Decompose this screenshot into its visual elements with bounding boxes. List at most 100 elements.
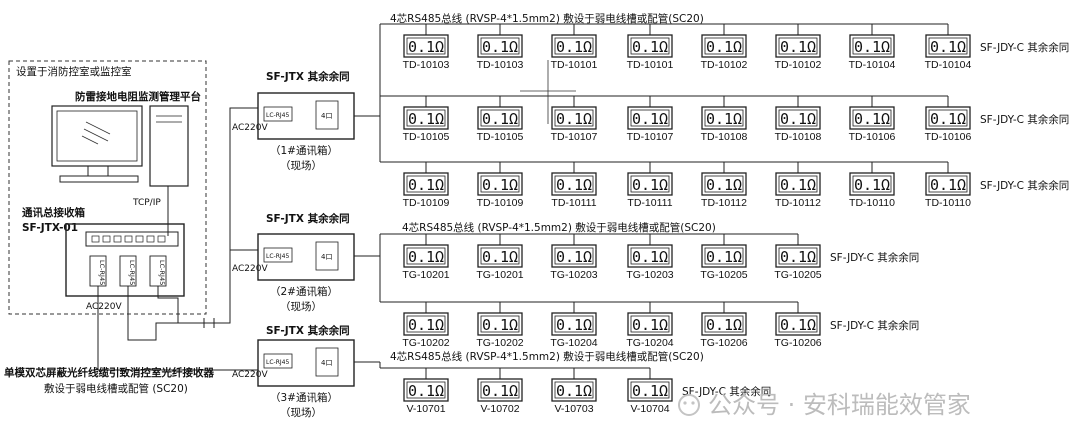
meter: 0.1ΩV-10704 [627, 368, 673, 415]
meter-frame [627, 34, 673, 58]
watermark-text: 公众号 · 安科瑞能效管家 [708, 391, 971, 419]
meter-display [554, 247, 594, 265]
meter-frame [701, 172, 747, 196]
fiber-note-2: 敷设于弱电线槽或配管 (SC20) [44, 382, 188, 395]
meter-row-2: 0.1ΩTD-101050.1ΩTD-101050.1ΩTD-101070.1Ω… [380, 95, 1069, 143]
meter-id-label: TD-10103 [477, 59, 524, 71]
meter-frame [925, 106, 971, 130]
row-tail-label: SF-JDY-C 其余余同 [830, 251, 919, 264]
meter-display [406, 315, 446, 333]
watermark: 公众号 · 安科瑞能效管家 [678, 391, 971, 419]
meter-reading: 0.1Ω [408, 382, 444, 400]
receiver-ac-label: AC220V [86, 302, 122, 312]
control-room-label: 设置于消防控室或监控室 [16, 65, 132, 78]
tcpip-label: TCP/IP [132, 198, 161, 208]
meter-display [928, 109, 968, 127]
meter-id-label: TG-10201 [476, 269, 523, 281]
meter-frame [627, 312, 673, 336]
meter-frame [477, 244, 523, 268]
meter-display [704, 175, 744, 193]
meter-display [704, 247, 744, 265]
meter-frame [701, 312, 747, 336]
meter-frame [477, 378, 523, 402]
meter-frame [403, 312, 449, 336]
meter-reading: 0.1Ω [780, 316, 816, 334]
meter-id-label: TG-10202 [402, 337, 449, 349]
switch-port [157, 235, 166, 243]
meter-display [480, 315, 520, 333]
meter-reading: 0.1Ω [854, 110, 890, 128]
meter-display [406, 247, 446, 265]
meter-reading: 0.1Ω [556, 382, 592, 400]
meter-reading: 0.1Ω [706, 248, 742, 266]
meter-id-label: TG-10204 [626, 337, 673, 349]
meter-display [630, 315, 670, 333]
meter-id-label: TG-10203 [626, 269, 673, 281]
meter-display [704, 37, 744, 55]
meter-id-label: TD-10106 [849, 131, 896, 143]
meter-display [630, 37, 670, 55]
cursor-crosshair [520, 60, 576, 124]
switch-port [91, 235, 100, 243]
meter-id-label: V-10701 [406, 403, 445, 415]
computer-icon [51, 105, 189, 187]
meter-display [554, 315, 594, 333]
meter: 0.1Ω TG-10201 [476, 234, 524, 281]
meter-display [630, 381, 670, 399]
meter-display [480, 381, 520, 399]
meter-reading: 0.1Ω [556, 248, 592, 266]
meter-reading: 0.1Ω [408, 248, 444, 266]
receiver-title: 通讯总接收箱 [22, 206, 85, 219]
meter-display [928, 37, 968, 55]
switch-port [135, 235, 144, 243]
meter-id-label: TD-10103 [403, 59, 450, 71]
meter-display [928, 175, 968, 193]
meter-display [554, 109, 594, 127]
meter-row-1: 0.1ΩTD-101030.1ΩTD-101030.1ΩTD-101010.1Ω… [380, 23, 1069, 71]
receiver-port-2: LC-RJ45 [119, 255, 137, 287]
meter-id-label: TD-10107 [551, 131, 598, 143]
comm-box-port [263, 353, 293, 369]
meter-rows: 0.1Ω TD-10103 0.1Ω TD-10103 0.1Ω TD-10101 0.1Ω… [380, 23, 1069, 415]
comm-box-site: （现场） [280, 406, 322, 419]
meter-display [406, 175, 446, 193]
row-tail-label: SF-JDY-C 其余余同 [830, 319, 919, 332]
meter-reading: 0.1Ω [482, 382, 518, 400]
meter-id-label: V-10703 [554, 403, 593, 415]
meter-id-label: TD-10110 [925, 197, 971, 209]
meter-display [778, 175, 818, 193]
meter-display [778, 109, 818, 127]
meter: 0.1ΩV-10702 [477, 368, 523, 415]
meter-display [852, 109, 892, 127]
meter-frame [775, 244, 821, 268]
meter-frame [849, 172, 895, 196]
meter-frame [551, 106, 597, 130]
meter-id-label: TG-10201 [402, 269, 449, 281]
switch-port [102, 235, 111, 243]
meter-reading: 0.1Ω [482, 248, 518, 266]
meter-reading: 0.1Ω [632, 110, 668, 128]
meter-display [554, 37, 594, 55]
meter-id-label: TD-10112 [701, 197, 747, 209]
meter-reading: 0.1Ω [780, 38, 816, 56]
meter-reading: 0.1Ω [408, 38, 444, 56]
meter: 0.1Ω TG-10201 [402, 234, 450, 281]
switch-ports [91, 235, 166, 243]
meter-id-label: TD-10101 [551, 59, 598, 71]
meter-reading: 0.1Ω [556, 316, 592, 334]
meter-id-label: TG-10202 [476, 337, 523, 349]
meter-display [554, 175, 594, 193]
meter-id-label: TG-10205 [774, 269, 821, 281]
meter-reading: 0.1Ω [482, 316, 518, 334]
meter-reading: 0.1Ω [632, 248, 668, 266]
